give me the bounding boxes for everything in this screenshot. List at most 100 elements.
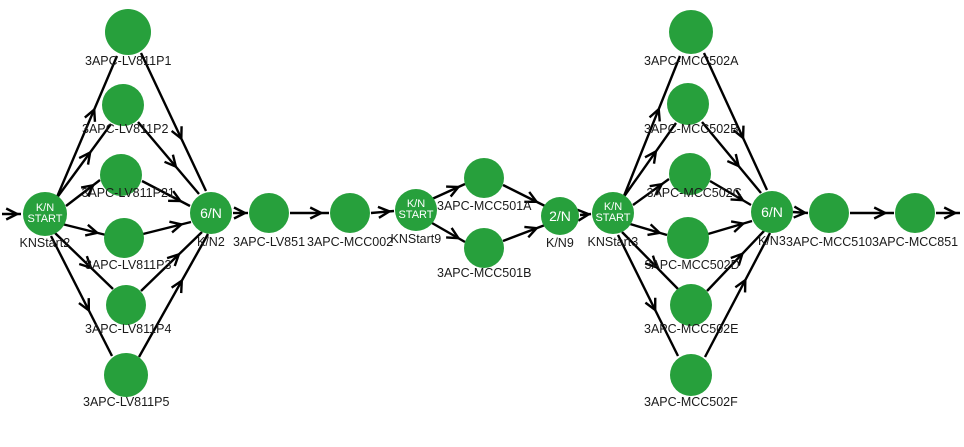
- node-mcc502b[interactable]: [667, 83, 709, 125]
- arrow-head-icon: [78, 150, 92, 165]
- arrow-head-icon: [648, 106, 661, 122]
- edge-knstart9-to-mcc501a: [431, 182, 466, 201]
- node-mcc502d[interactable]: [667, 217, 709, 259]
- node-mcc502c[interactable]: [669, 153, 711, 195]
- edge-knstart2-to-lv811p5: [49, 235, 114, 357]
- arrow-head-icon: [726, 153, 741, 169]
- node-lv811p5[interactable]: [104, 353, 148, 397]
- node-knstart2-text: K/N: [35, 201, 55, 214]
- edge-knstart2-to-lv811p3: [61, 222, 107, 237]
- node-knstart9-text: START: [398, 209, 434, 221]
- arrow-head-icon: [644, 255, 659, 270]
- arrow-head-icon: [78, 255, 93, 270]
- edge-kn3-to-mcc510: [792, 205, 809, 219]
- edge-entry-left-to-knstart2: [2, 207, 21, 221]
- node-lv851[interactable]: [249, 193, 289, 233]
- node-mcc502e[interactable]: [670, 284, 712, 326]
- node-knstart9-text: K/N: [406, 197, 426, 210]
- node-kn3[interactable]: 6/N: [751, 191, 793, 233]
- edge-lv811p2-to-kn2: [137, 121, 200, 195]
- edge-kn2-to-lv851: [233, 206, 248, 220]
- arrow-head-icon: [5, 207, 20, 221]
- edge-knstart3-to-mcc502c: [632, 178, 670, 206]
- node-kn3-text: 6/N: [761, 203, 783, 220]
- arrow-head-icon: [446, 227, 461, 240]
- edge-mcc502f-to-kn3: [703, 232, 772, 358]
- arrow-head-icon: [647, 223, 663, 237]
- arrow-head-icon: [644, 149, 658, 164]
- edge-knstart2-to-lv811p1: [55, 55, 119, 198]
- node-kn2-text: 6/N: [200, 204, 222, 221]
- edge-lv811p5-to-kn2: [137, 233, 210, 358]
- arrow-head-icon: [644, 297, 657, 313]
- node-mcc851[interactable]: [895, 193, 935, 233]
- arrow-head-icon: [734, 277, 747, 293]
- edge-mcc510-to-mcc851: [850, 206, 894, 220]
- arrow-head-icon: [377, 205, 393, 219]
- node-mcc501a[interactable]: [464, 158, 504, 198]
- arrow-head-icon: [80, 183, 96, 197]
- edge-mcc502d-to-kn3: [707, 219, 753, 236]
- edge-mcc002-to-knstart9: [370, 205, 395, 219]
- arrow-head-icon: [446, 185, 461, 198]
- arrow-head-icon: [233, 206, 248, 220]
- node-knstart3-text: START: [595, 212, 631, 224]
- arrow-head-icon: [943, 206, 958, 220]
- edge-mcc502c-to-kn3: [709, 179, 752, 207]
- arrow-head-icon: [78, 298, 91, 313]
- arrow-head-icon: [84, 107, 97, 122]
- node-lv811p2[interactable]: [102, 84, 144, 126]
- node-mcc502a[interactable]: [669, 10, 713, 54]
- edge-lv811p3-to-kn2: [142, 220, 192, 236]
- arrow-head-icon: [169, 220, 185, 234]
- edge-lv811p1-to-kn2: [139, 52, 208, 192]
- edge-mcc502a-to-kn3: [702, 52, 769, 191]
- arrow-head-icon: [168, 190, 183, 203]
- edge-mcc501b-to-kn9: [502, 223, 546, 243]
- edge-knstart3-to-mcc502e: [621, 231, 679, 290]
- node-kn9-text: 2/N: [549, 207, 571, 224]
- edge-knstart2-to-lv811p4: [54, 232, 114, 290]
- arrow-head-icon: [166, 252, 181, 267]
- edge-kn9-to-knstart3: [576, 208, 592, 222]
- node-lv811p3[interactable]: [104, 218, 144, 258]
- arrow-head-icon: [524, 191, 539, 204]
- arrow-head-icon: [84, 223, 100, 237]
- node-kn9[interactable]: 2/N: [541, 197, 579, 235]
- node-mcc510[interactable]: [809, 193, 849, 233]
- node-lv811p21[interactable]: [100, 154, 142, 196]
- edge-mcc502b-to-kn3: [701, 121, 762, 194]
- edge-mcc502e-to-kn3: [706, 230, 765, 292]
- arrow-head-icon: [170, 278, 184, 294]
- edge-knstart3-to-mcc502a: [622, 55, 682, 197]
- arrow-head-icon: [730, 220, 746, 233]
- arrow-head-icon: [164, 154, 178, 169]
- arrow-head-icon: [576, 208, 592, 222]
- edge-knstart3-to-mcc502b: [622, 122, 677, 199]
- arrow-head-icon: [170, 126, 183, 141]
- arrow-head-icon: [524, 225, 540, 239]
- edge-knstart3-to-mcc502d: [629, 222, 668, 237]
- arrow-head-icon: [732, 125, 745, 141]
- edge-mcc501a-to-kn9: [502, 183, 546, 208]
- arrow-head-icon: [309, 206, 324, 220]
- node-knstart2-text: START: [27, 213, 63, 225]
- node-lv811p4[interactable]: [106, 285, 146, 325]
- node-mcc501b[interactable]: [464, 228, 504, 268]
- edge-knstart2-to-lv811p2: [55, 123, 112, 200]
- edge-lv811p21-to-kn2: [141, 179, 191, 208]
- node-kn2[interactable]: 6/N: [190, 192, 232, 234]
- node-mcc502f[interactable]: [670, 354, 712, 396]
- edge-knstart2-to-lv811p21: [65, 179, 101, 207]
- edge-mcc851-to-exit-right: [936, 206, 960, 220]
- node-mcc002[interactable]: [330, 193, 370, 233]
- arrow-head-icon: [730, 189, 746, 202]
- edge-lv851-to-mcc002: [290, 206, 329, 220]
- arrow-head-icon: [873, 206, 888, 220]
- node-lv811p1[interactable]: [105, 9, 151, 55]
- arrow-head-icon: [649, 182, 664, 196]
